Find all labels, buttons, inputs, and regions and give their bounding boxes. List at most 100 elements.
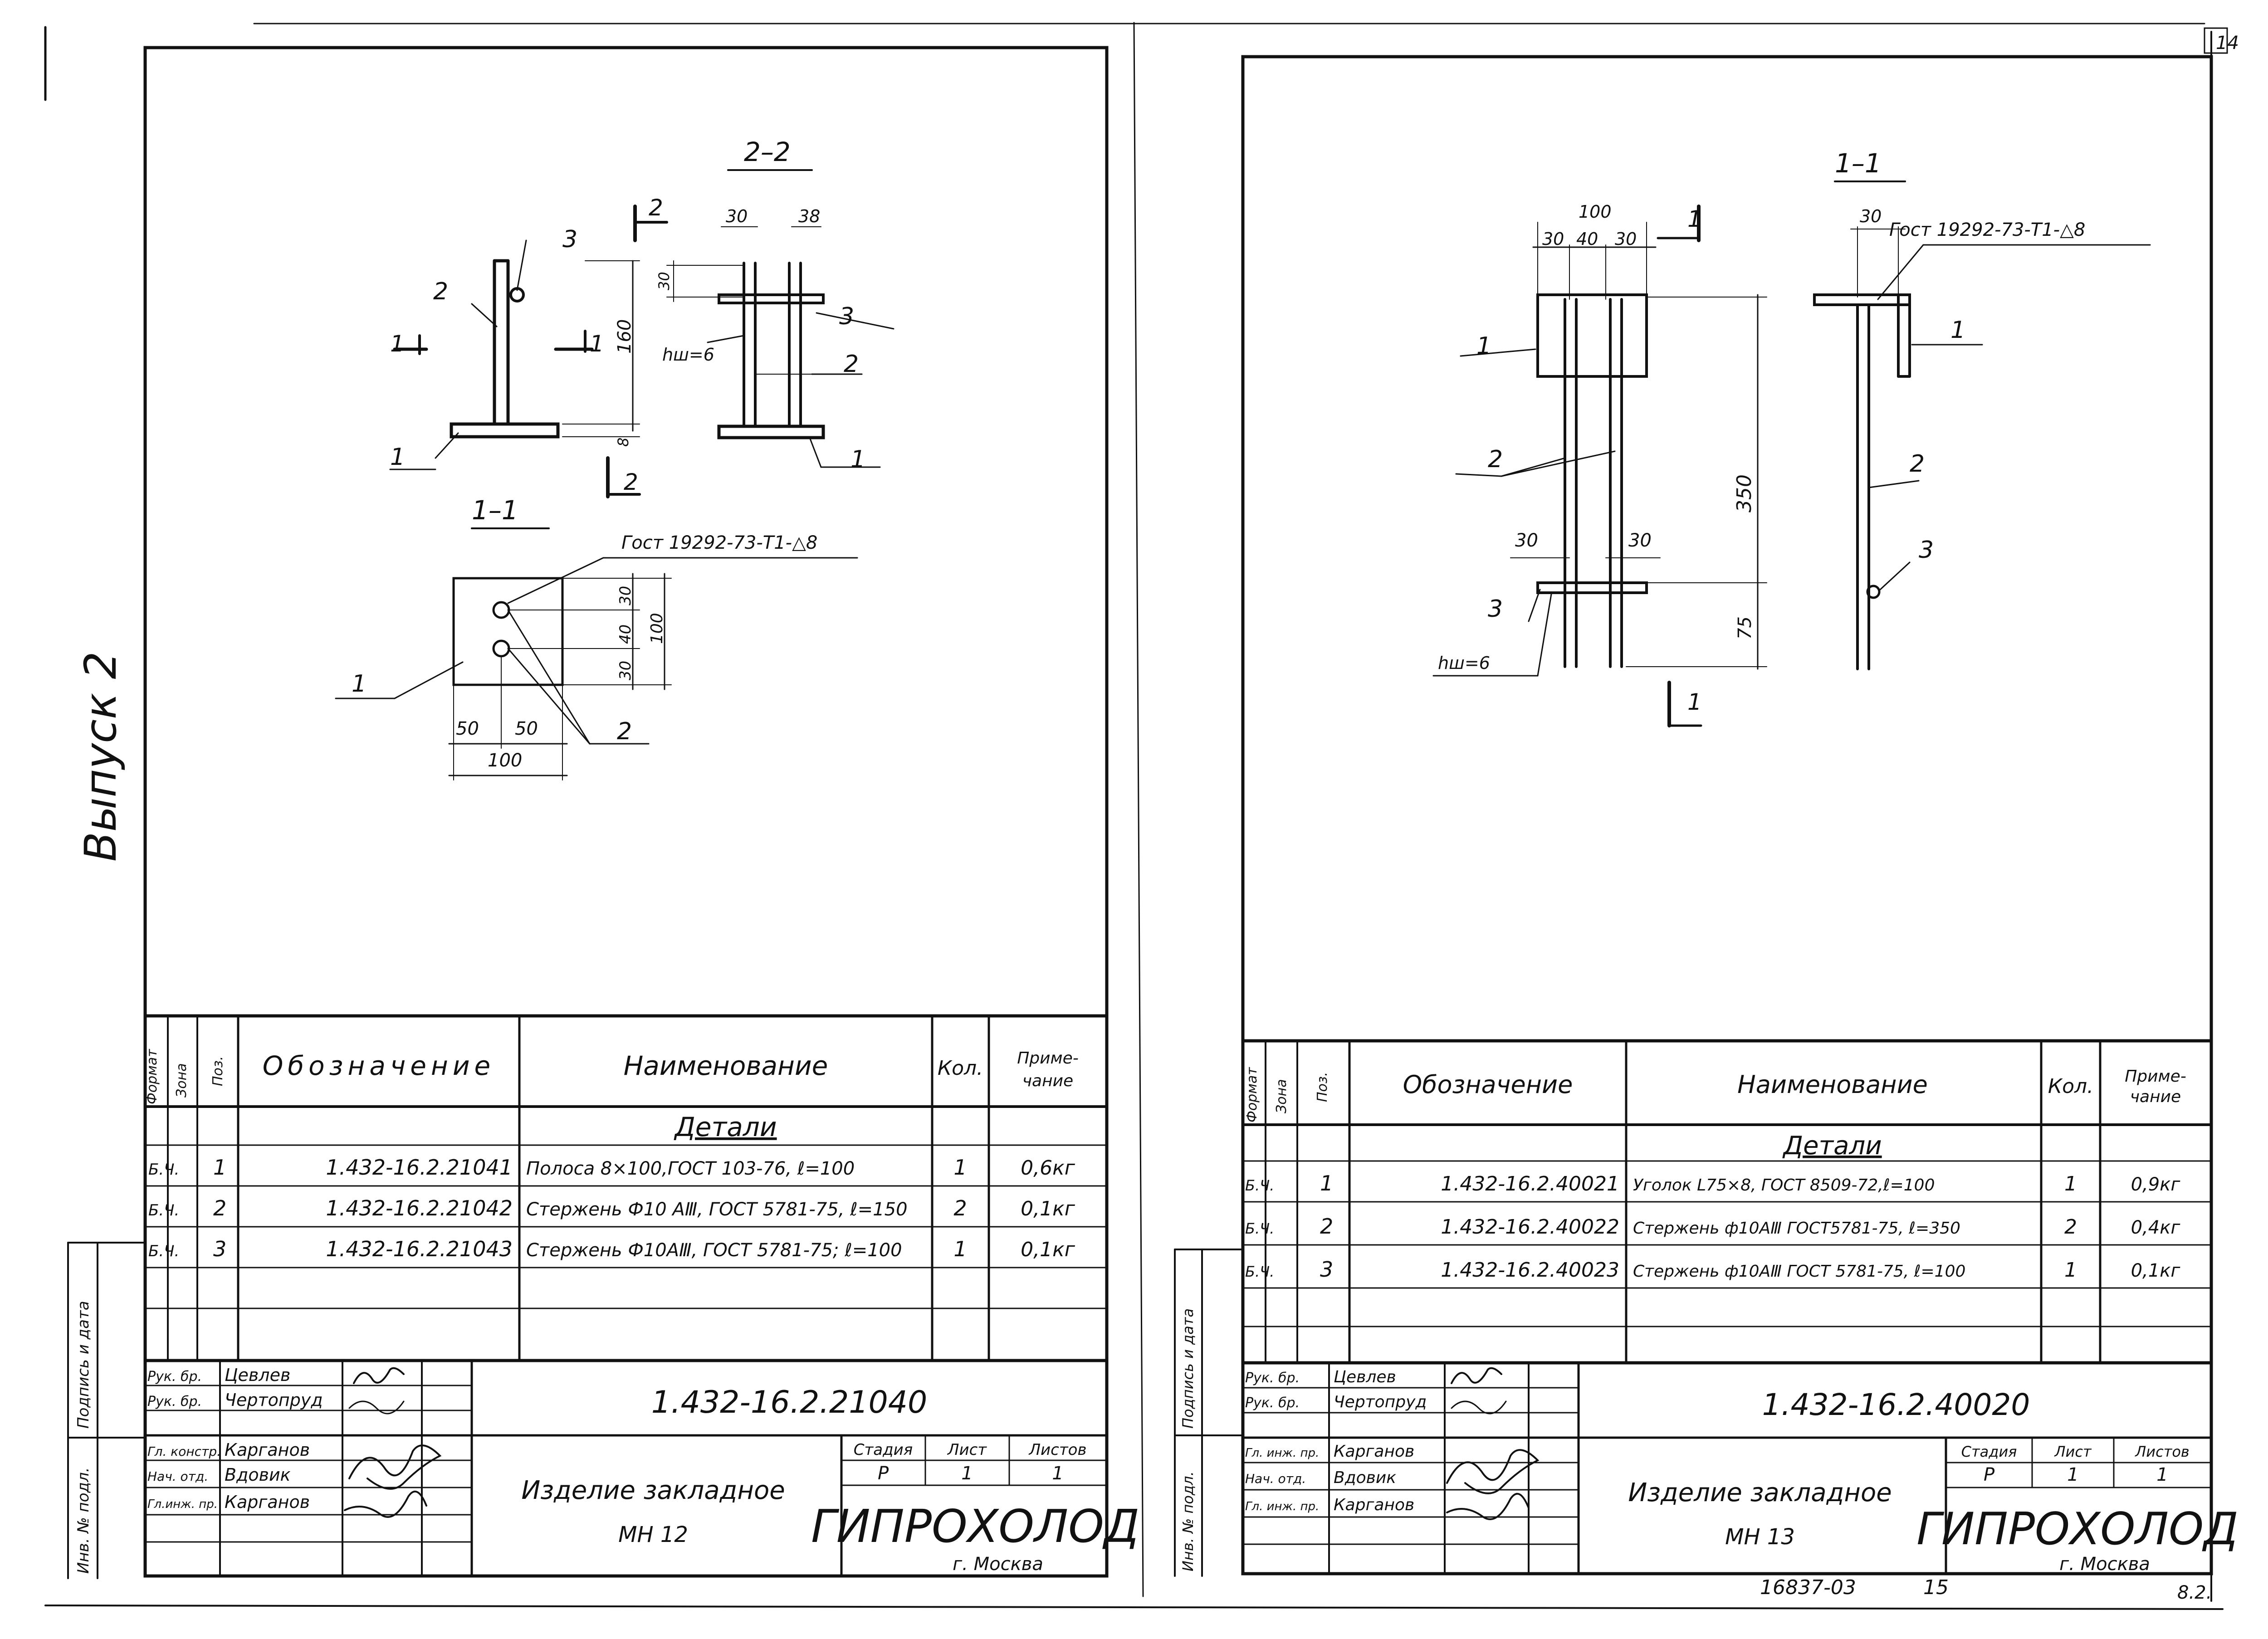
stamp-sheet: 1 <box>961 1463 973 1484</box>
stamp-name-4: Вдовик <box>225 1465 291 1485</box>
r-row3-designation: 1.432-16.2.40023 <box>1441 1259 1619 1282</box>
row2-name: Стержень Ф10 АⅢ, ГОСТ 5781-75, ℓ=150 <box>526 1199 908 1220</box>
stamp-sheets: 1 <box>1052 1463 1063 1484</box>
section-details-right: Детали <box>1782 1131 1882 1161</box>
r-row1-name: Уголок L75×8, ГОСТ 8509-72,ℓ=100 <box>1633 1176 1935 1195</box>
dim-100-horizontal: 100 <box>488 750 522 771</box>
row1-designation: 1.432-16.2.21041 <box>326 1155 513 1180</box>
head-qty: Кол. <box>938 1057 983 1080</box>
section-1-1-title-right: 1–1 <box>1835 148 1882 179</box>
r-row3-note: 0,1кг <box>2131 1260 2181 1281</box>
stamp-role-4: Нач. отд. <box>147 1469 208 1484</box>
cut-1-bottom: 1 <box>1687 689 1702 715</box>
head-designation: Обозначение <box>263 1050 495 1081</box>
stamp-role-2: Рук. бр. <box>147 1394 202 1410</box>
pos-3-front: 3 <box>1488 595 1503 623</box>
stamp-city: г. Москва <box>953 1554 1043 1575</box>
mn12-elevation <box>389 205 668 498</box>
dim-30-low-left: 30 <box>1515 530 1538 551</box>
issue-label: Выпуск 2 <box>75 651 126 862</box>
row3-note: 0,1кг <box>1021 1238 1075 1261</box>
head-qty-right: Кол. <box>2048 1075 2093 1098</box>
r-row2-note: 0,4кг <box>2131 1217 2181 1238</box>
r-stamp-sheet-label: Лист <box>2054 1443 2092 1460</box>
mn12-section-2-2 <box>666 169 894 468</box>
pos-1-label: 1 <box>390 444 405 471</box>
pos-2-front: 2 <box>1488 446 1503 473</box>
stamp-name-3: Карганов <box>225 1440 310 1460</box>
row3-designation: 1.432-16.2.21043 <box>326 1237 513 1261</box>
r-stamp-name-1: Цевлев <box>1334 1368 1396 1386</box>
dim-30-a: 30 <box>726 206 748 226</box>
r-stamp-code: 1.432-16.2.40020 <box>1762 1387 2030 1422</box>
r-row3-qty: 1 <box>2064 1259 2077 1282</box>
dim-50-a: 50 <box>456 718 479 739</box>
cut-2-bottom: 2 <box>624 469 638 495</box>
row2-designation: 1.432-16.2.21042 <box>326 1196 513 1220</box>
row3-format: Б.Ч. <box>148 1242 179 1260</box>
pos-2-section: 2 <box>844 351 859 378</box>
footer-page: 15 <box>1923 1576 1949 1599</box>
gost-weld-note-right: Гост 19292-73-Т1-△8 <box>1889 220 2085 240</box>
head-format: Формат <box>144 1049 160 1104</box>
footer-archive: 16837-03 <box>1760 1576 1856 1599</box>
pos-1-plan: 1 <box>352 670 367 698</box>
r-stamp-title: Изделие закладное <box>1628 1478 1892 1507</box>
dim-50-b: 50 <box>515 718 538 739</box>
r-stamp-name-2: Чертопруд <box>1334 1393 1427 1411</box>
weld-hw: hш=6 <box>662 345 714 365</box>
r-stamp-name-4: Вдовик <box>1334 1468 1396 1487</box>
pos-3-label: 3 <box>562 226 577 253</box>
side-sign-date: Подпись и дата <box>74 1301 93 1429</box>
signature-2 <box>348 1444 442 1490</box>
stamp-stage: Р <box>878 1463 889 1484</box>
right-sheet-frame <box>1241 55 2213 1576</box>
r-row3-name: Стержень ф10АⅢ ГОСТ 5781-75, ℓ=100 <box>1633 1262 1965 1281</box>
dim-30-left: 30 <box>1542 229 1564 249</box>
gost-weld-note: Гост 19292-73-Т1-△8 <box>621 532 817 553</box>
r-stamp-stage-label: Стадия <box>1961 1443 2017 1460</box>
cut-2-top: 2 <box>649 195 663 221</box>
pos-1-section: 1 <box>850 446 865 473</box>
r-row3-format: Б.Ч. <box>1245 1263 1274 1280</box>
r-row2-name: Стержень ф10АⅢ ГОСТ5781-75, ℓ=350 <box>1633 1219 1960 1238</box>
section-details: Детали <box>673 1112 777 1142</box>
dim-100-top: 100 <box>1579 202 1612 222</box>
row3-qty: 1 <box>953 1237 967 1261</box>
side-inv-number: Инв. № подл. <box>74 1467 93 1574</box>
stamp-name-2: Чертопруд <box>225 1390 323 1410</box>
page-number: 14 <box>2216 33 2239 54</box>
dim-8: 8 <box>615 438 632 447</box>
r-row1-note: 0,9кг <box>2131 1174 2181 1195</box>
stamp-org: ГИПРОХОЛОД <box>811 1500 1139 1553</box>
section-1-1-title: 1–1 <box>472 495 518 526</box>
dim-40-top: 40 <box>1576 229 1598 249</box>
pos-2-plan: 2 <box>617 718 632 745</box>
r-stamp-city: г. Москва <box>2059 1554 2150 1575</box>
head-format-right: Формат <box>1244 1067 1260 1122</box>
r-row2-qty: 2 <box>2064 1215 2077 1239</box>
r-stamp-role-5: Гл. инж. пр. <box>1245 1500 1319 1513</box>
mn13-side-section <box>1813 180 2151 670</box>
head-note-2: чание <box>1022 1072 1073 1090</box>
pos-1-side: 1 <box>1950 317 1965 344</box>
row1-name: Полоса 8×100,ГОСТ 103-76, ℓ=100 <box>526 1158 855 1179</box>
stamp-title: Изделие закладное <box>521 1476 785 1505</box>
left-sheet-frame <box>143 46 1109 1578</box>
row3-name: Стержень Ф10АⅢ, ГОСТ 5781-75; ℓ=100 <box>526 1240 902 1261</box>
stamp-sheet-label: Лист <box>947 1441 987 1459</box>
r-row1-pos: 1 <box>1320 1171 1333 1195</box>
stamp-role-5: Гл.инж. пр. <box>147 1498 218 1511</box>
stamp-role-3: Гл. констр. <box>147 1444 221 1459</box>
signature-1 <box>353 1367 405 1384</box>
pos-3-section: 3 <box>839 303 854 330</box>
head-note-1: Приме- <box>1017 1049 1079 1068</box>
stamp-name-1: Цевлев <box>225 1365 290 1385</box>
r-row2-designation: 1.432-16.2.40022 <box>1441 1215 1619 1239</box>
dim-30-c: 30 <box>655 272 673 290</box>
row2-pos: 2 <box>213 1196 226 1220</box>
r-row1-designation: 1.432-16.2.40021 <box>1441 1172 1619 1195</box>
r-stamp-name-3: Карганов <box>1334 1442 1414 1461</box>
dim-30-low-right: 30 <box>1628 530 1652 551</box>
stamp-stage-label: Стадия <box>854 1441 913 1459</box>
